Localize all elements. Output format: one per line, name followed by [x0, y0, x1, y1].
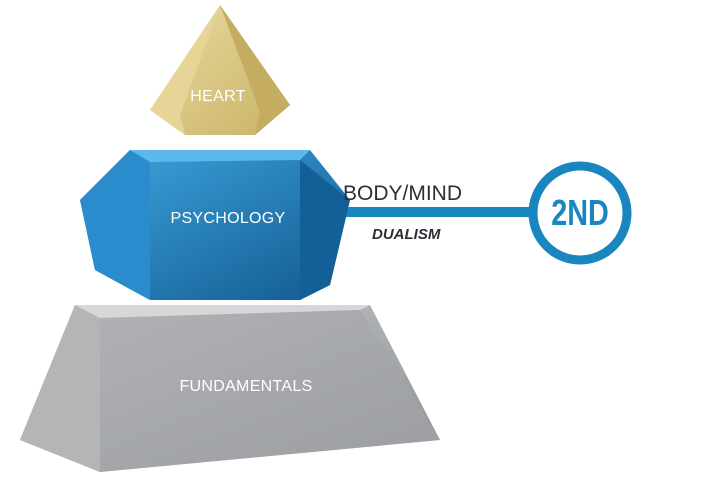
- psychology-block: [80, 150, 350, 300]
- heart-label: HEART: [190, 88, 246, 105]
- psychology-label: PSYCHOLOGY: [170, 210, 286, 227]
- fundamentals-block: [20, 305, 440, 472]
- badge-text: 2ND: [551, 192, 609, 233]
- callout-title: BODY/MIND: [343, 182, 463, 205]
- fundamentals-label: FUNDAMENTALS: [179, 378, 313, 395]
- heart-block: [150, 5, 290, 135]
- badge-circle: [528, 161, 632, 265]
- callout-subtitle: DUALISM: [372, 226, 441, 243]
- connector-line: [300, 207, 540, 217]
